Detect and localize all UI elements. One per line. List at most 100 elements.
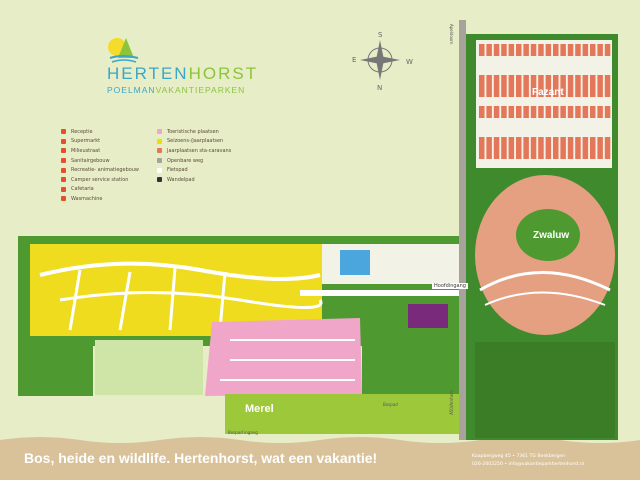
legend-item: Toeristische plaatsen xyxy=(157,127,231,137)
plot xyxy=(530,137,537,159)
legend-item: Camper service station xyxy=(61,175,139,185)
legend-label: Receptie xyxy=(71,128,93,135)
plot xyxy=(523,106,529,118)
south-forest xyxy=(475,342,615,438)
brand-subtitle: POELMANVAKANTIEPARKEN xyxy=(107,85,246,95)
sanitary-icon xyxy=(61,158,66,164)
color-swatch xyxy=(157,177,162,183)
legend-label: Wasmachine xyxy=(71,195,103,202)
plot xyxy=(538,106,544,118)
legend-item: Fietspad xyxy=(157,165,231,175)
plot xyxy=(545,106,552,118)
plot xyxy=(523,137,529,159)
pool xyxy=(340,250,370,275)
plot xyxy=(530,106,537,118)
plot xyxy=(553,44,559,56)
zwaluw-forest xyxy=(516,209,580,261)
plot xyxy=(567,137,574,159)
color-swatch xyxy=(157,148,162,154)
plot xyxy=(508,75,515,97)
legend-item: Milieustraat xyxy=(61,146,139,156)
color-swatch xyxy=(157,138,162,144)
legend-item: Jaarplaatsen sta-caravans xyxy=(157,146,231,156)
plot xyxy=(516,106,522,118)
plot xyxy=(493,75,500,97)
plot xyxy=(530,75,537,97)
plot xyxy=(575,137,581,159)
footer-phone-email: 026-2002250 • info@vakantieparkhertenhor… xyxy=(472,462,585,467)
recreation-icon xyxy=(61,167,66,173)
legend-label: Milieustraat xyxy=(71,147,101,154)
legend-item: Seizoens-/jaarplaatsen xyxy=(157,137,231,147)
footer-contact: Kaapbergweg 45 • 7361 TG Beekbergen 026-… xyxy=(472,453,584,469)
plot xyxy=(545,75,552,97)
plot xyxy=(486,106,492,118)
plot xyxy=(530,44,537,56)
plot xyxy=(597,137,603,159)
brand-name: HERTENHORST xyxy=(107,64,259,83)
fazant-plots xyxy=(479,44,611,159)
plot xyxy=(567,44,574,56)
entrance-road xyxy=(300,290,459,296)
plot xyxy=(523,75,529,97)
legend-item: Supermarkt xyxy=(61,137,139,147)
plot xyxy=(590,44,596,56)
camper-icon xyxy=(61,177,66,183)
plot xyxy=(604,44,611,56)
plot xyxy=(486,75,492,97)
recycling-icon xyxy=(61,148,66,154)
plot xyxy=(590,75,596,97)
plot xyxy=(597,106,603,118)
field xyxy=(95,340,203,395)
plot xyxy=(479,75,485,97)
plot xyxy=(479,106,485,118)
plot xyxy=(486,137,492,159)
compass-rose xyxy=(360,40,400,80)
legend-label: Seizoens-/jaarplaatsen xyxy=(167,138,224,145)
footer-band xyxy=(0,437,640,480)
legend-item: Receptie xyxy=(61,127,139,137)
plot xyxy=(560,44,566,56)
plot xyxy=(486,44,492,56)
legend-label: Camper service station xyxy=(71,176,129,183)
legend-item: Recreatie- animatiegebouw xyxy=(61,165,139,175)
plot xyxy=(604,75,611,97)
plot xyxy=(479,137,485,159)
legend-item: Openbare weg xyxy=(157,156,231,166)
compass-n: S xyxy=(378,31,383,39)
bospad-label: Bospad xyxy=(383,402,398,407)
plot xyxy=(575,75,581,97)
plot xyxy=(590,137,596,159)
legend-label: Toeristische plaatsen xyxy=(167,128,219,135)
color-swatch xyxy=(157,158,162,164)
plot xyxy=(538,44,544,56)
legend-item: Wandelpad xyxy=(157,175,231,185)
legend-label: Cafetaria xyxy=(71,186,94,193)
plot xyxy=(560,75,566,97)
plot xyxy=(501,106,507,118)
legend-label: Supermarkt xyxy=(71,138,101,145)
plot xyxy=(553,75,559,97)
road-label-north: Apeldoorn xyxy=(449,24,454,45)
legend-item: Wasmachine xyxy=(61,194,139,204)
plot xyxy=(575,44,581,56)
plot xyxy=(508,137,515,159)
compass-s: N xyxy=(377,84,383,92)
road-label-south: A50/Arnhem xyxy=(449,390,454,415)
compass-w: W xyxy=(406,58,413,66)
legend-label: Sanitairgebouw xyxy=(71,157,110,164)
supermarket-icon xyxy=(61,138,66,144)
plot xyxy=(590,106,596,118)
washing-machine-icon xyxy=(61,196,66,202)
legend-item: Cafetaria xyxy=(61,185,139,195)
legend-label: Openbare weg xyxy=(167,157,204,164)
plot xyxy=(597,75,603,97)
plot xyxy=(493,44,500,56)
plot xyxy=(553,106,559,118)
legend-item: Sanitairgebouw xyxy=(61,156,139,166)
footer-slogan: Bos, heide en wildlife. Hertenhorst, wat… xyxy=(24,450,378,466)
plot xyxy=(493,137,500,159)
